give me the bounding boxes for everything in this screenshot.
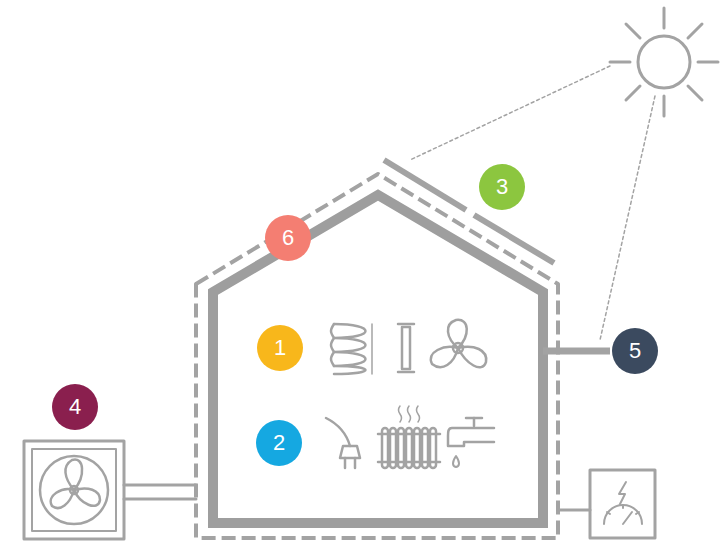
faucet-icon [448,418,494,467]
insulation-icon [331,324,372,374]
plug-icon [326,418,360,468]
meter-wire [558,509,590,512]
solar-panel [474,215,554,263]
callout-circle: 3 [479,164,525,210]
outdoor-unit [24,441,124,539]
pipe [124,498,196,501]
callout-number: 2 [273,432,285,454]
callout-circle: 5 [612,328,658,374]
pipe [124,484,196,487]
callout-circle: 4 [52,384,98,430]
callout-circle: 6 [265,215,311,261]
callout-number: 6 [282,227,294,249]
sun [638,36,690,88]
meter-box [590,470,655,538]
fan-icon [51,459,100,508]
facade-element [543,348,610,355]
sun-rays [610,8,718,116]
callout-number: 1 [274,337,286,359]
radiator-icon [378,406,440,468]
ventilation-fan-icon [431,320,486,367]
meter-gauge [604,482,642,524]
outdoor-unit [32,449,116,531]
envelope-outline [196,174,558,538]
light-ray [410,66,610,160]
solar-panel [384,160,466,210]
callout-circle: 1 [257,325,303,371]
light-ray [600,96,655,340]
callout-circle: 2 [256,420,302,466]
fan-ring [40,456,108,524]
house-wall [213,195,543,523]
callout-number: 3 [496,176,508,198]
callout-number: 5 [629,340,641,362]
column-icon [398,324,414,372]
callout-number: 4 [69,396,81,418]
